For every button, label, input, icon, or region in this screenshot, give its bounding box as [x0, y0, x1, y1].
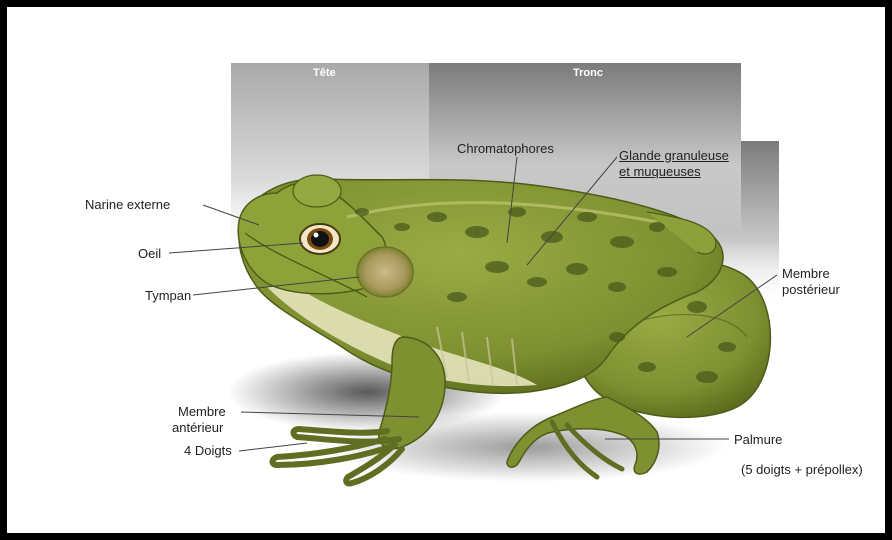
frog-anatomy-illustration	[7, 7, 892, 540]
label-quatre-doigts: 4 Doigts	[184, 443, 232, 458]
region-header-head: Tête	[313, 67, 336, 79]
label-palmure: Palmure	[734, 432, 782, 447]
label-membre-anterieur-line1: Membre	[178, 404, 226, 419]
label-oeil: Oeil	[138, 246, 161, 261]
label-narine-externe: Narine externe	[85, 197, 170, 212]
label-chromatophores: Chromatophores	[457, 141, 554, 156]
eye-bump	[293, 175, 341, 207]
label-tympan: Tympan	[145, 288, 191, 303]
label-membre-posterieur-line1: Membre	[782, 266, 830, 281]
label-glande-line1: Glande granuleuse	[619, 148, 729, 163]
label-membre-anterieur-line2: antérieur	[172, 420, 223, 435]
tympanum	[357, 247, 413, 297]
region-header-trunk: Tronc	[573, 67, 603, 79]
label-membre-posterieur-line2: postérieur	[782, 282, 840, 297]
label-palmure-detail: (5 doigts + prépollex)	[741, 462, 863, 477]
label-glande-line2: et muqueuses	[619, 164, 701, 179]
